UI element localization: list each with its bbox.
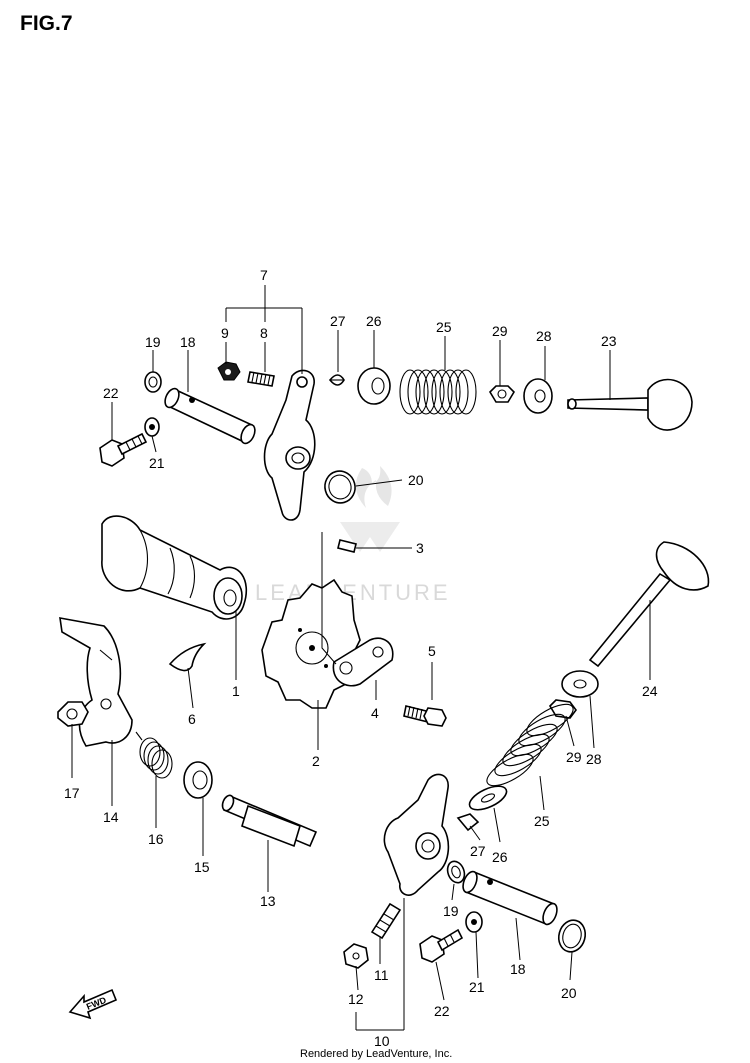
spring-16 <box>135 731 173 779</box>
spring-retainer-26-lower <box>468 785 508 811</box>
spring-seat-28-upper <box>523 378 553 414</box>
callout-7: 7 <box>260 267 268 283</box>
adjuster-screw-8-upper <box>247 371 275 387</box>
callout-10: 10 <box>374 1033 390 1049</box>
callout-20-upper: 20 <box>408 472 424 488</box>
callout-25-upper: 25 <box>436 319 452 335</box>
valve-spring-25-upper <box>399 369 477 415</box>
callout-2: 2 <box>312 753 320 769</box>
valve-cotter-27-upper <box>328 374 345 386</box>
callout-27-upper: 27 <box>330 313 346 329</box>
callout-21-lower: 21 <box>469 979 485 995</box>
callout-6: 6 <box>188 711 196 727</box>
callout-18-upper: 18 <box>180 334 196 350</box>
callout-27-lower: 27 <box>470 843 486 859</box>
camshaft-1 <box>101 515 248 620</box>
valve-spring-25-lower <box>486 703 574 787</box>
decomp-shaft-13 <box>221 794 318 848</box>
washer-21-lower <box>465 911 483 933</box>
fwd-label: FWD <box>85 995 108 1012</box>
callout-1: 1 <box>232 683 240 699</box>
locknut-12-lower <box>343 943 369 969</box>
bolt-22-upper <box>99 432 148 467</box>
bolt-5 <box>403 705 447 727</box>
callout-5: 5 <box>428 643 436 659</box>
callout-11: 11 <box>374 967 389 983</box>
retaining-clip-6 <box>168 642 207 672</box>
callout-28-upper: 28 <box>536 328 552 344</box>
callout-20-lower: 20 <box>561 985 577 1001</box>
callout-24: 24 <box>642 683 658 699</box>
callout-17: 17 <box>64 785 80 801</box>
callout-26-lower: 26 <box>492 849 508 865</box>
spring-retainer-26-upper <box>357 367 391 405</box>
callout-4: 4 <box>371 705 379 721</box>
callout-16: 16 <box>148 831 164 847</box>
spring-seat-28-lower <box>561 670 599 698</box>
decompression-lever-14 <box>59 617 133 747</box>
callout-26-upper: 26 <box>366 313 382 329</box>
callout-13: 13 <box>260 893 276 909</box>
callouts: 7 9 8 19 18 22 21 27 26 25 29 28 23 20 3… <box>64 267 658 1049</box>
callout-22-lower: 22 <box>434 1003 450 1019</box>
callout-29-lower: 29 <box>566 749 582 765</box>
bolt-22-lower <box>419 928 464 963</box>
callout-8-upper: 8 <box>260 325 268 341</box>
o-ring-20-lower <box>557 919 587 953</box>
callout-14: 14 <box>103 809 119 825</box>
callout-18-lower: 18 <box>510 961 526 977</box>
leader-lines <box>71 285 651 1031</box>
callout-3: 3 <box>416 540 424 556</box>
dowel-pin-3 <box>337 539 357 553</box>
callout-12: 12 <box>348 991 364 1007</box>
washer-19-lower <box>446 860 466 884</box>
callout-28-lower: 28 <box>586 751 602 767</box>
callout-29-upper: 29 <box>492 323 508 339</box>
lock-plate-4 <box>332 637 394 687</box>
callout-19-upper: 19 <box>145 334 161 350</box>
nut-17 <box>57 701 89 727</box>
oil-seal-15 <box>183 761 213 799</box>
callout-19-lower: 19 <box>443 903 459 919</box>
rocker-shaft-18-upper <box>164 387 256 445</box>
callout-15: 15 <box>194 859 210 875</box>
washer-19-upper <box>144 371 162 393</box>
callout-25-lower: 25 <box>534 813 550 829</box>
callout-23: 23 <box>601 333 617 349</box>
valve-23 <box>567 378 693 431</box>
valve-24 <box>588 541 710 668</box>
figure-title: FIG.7 <box>20 12 73 35</box>
rocker-arm-lower <box>383 773 450 896</box>
forward-direction-arrow: FWD <box>68 988 118 1020</box>
callout-22-upper: 22 <box>103 385 119 401</box>
footer-credit: Rendered by LeadVenture, Inc. <box>300 1048 452 1060</box>
adjuster-screw-11-lower <box>370 902 402 940</box>
rocker-arm-upper <box>263 369 316 521</box>
callout-21-upper: 21 <box>149 455 165 471</box>
o-ring-20-upper <box>324 470 356 504</box>
watermark-flame-icon <box>355 466 392 508</box>
rocker-shaft-18-lower <box>462 870 558 926</box>
valve-cotter-27-lower <box>456 813 480 832</box>
locknut-9-upper <box>217 361 241 381</box>
callout-9-upper: 9 <box>221 325 229 341</box>
stem-seal-29-upper <box>488 385 516 403</box>
